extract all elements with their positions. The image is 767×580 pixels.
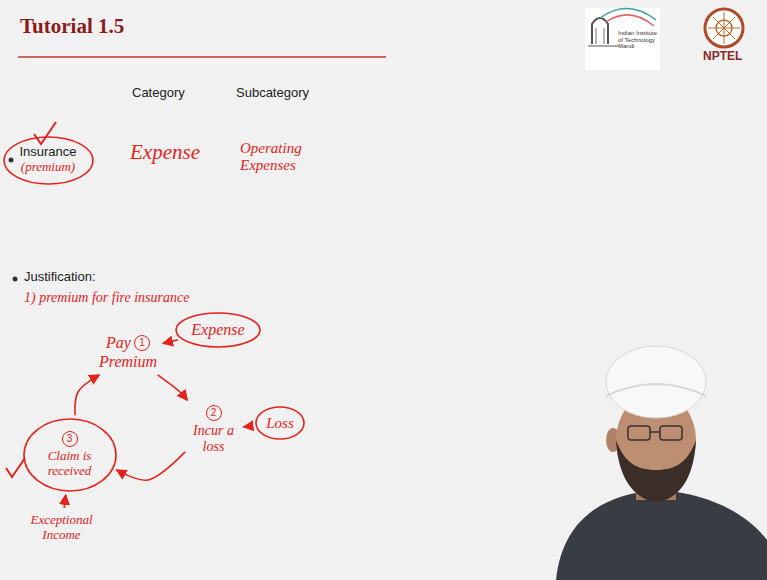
logo-ground [585,8,660,70]
node-content: Loss [266,414,295,433]
step-note: 2Incur a loss [188,403,241,458]
flow-arrow [243,425,252,428]
flow-arrow [64,495,65,508]
bullet [13,277,18,282]
logo-spokes [708,12,740,44]
nptel-logo [705,9,743,47]
check-mark [34,122,56,144]
node-text: Premium [98,353,158,371]
step-note: Pay1Premium [96,331,160,373]
claim-circle: 3Claim is received [23,418,117,492]
title-rule [18,56,386,58]
node-text: Incur a loss [190,423,238,455]
flow-arrow [116,452,185,480]
column-heading: Category [132,86,185,101]
logo-arch [596,28,604,44]
logo-text: NPTEL [703,50,742,64]
justification-note: 1) premium for fire insurance [24,290,189,306]
presenter-beard [616,440,696,502]
slide-title: Tutorial 1.5 [20,14,124,39]
step-number: 2 [206,405,222,421]
ellipse-outline [24,419,116,491]
subcategory-note: Operating Expenses [240,140,312,175]
category-note: Expense [130,140,200,164]
loss-circle: Loss [255,406,305,440]
flow-arrow [158,375,188,400]
presenter-turban [606,346,706,418]
logo-text: Indian Institute of Technology Mandi [618,30,658,50]
check-mark [6,458,25,477]
node-text: Insurance [19,145,78,160]
presenter-glasses [660,426,682,440]
node-text: Loss [266,415,294,432]
flow-arrow [163,340,178,344]
ellipse-outline [176,313,260,347]
logo-arc [606,15,654,26]
node-text: Expense [191,321,244,339]
expense-circle: Expense [175,312,261,348]
section-heading: Justification: [24,270,96,285]
column-heading: Subcategory [236,86,309,101]
node-text: Exceptional Income [26,513,98,543]
logo-base [588,46,618,47]
logo-ring [705,9,743,47]
ellipse-outline [4,137,93,184]
node-text: (premium) [19,160,78,175]
presenter-glasses [628,426,650,440]
flow-arrow [75,375,99,415]
bullet [9,158,14,163]
presenter-glasses [650,431,660,433]
income-note: Exceptional Income [24,511,101,545]
presenter-figure [556,346,767,580]
logo-arch [592,18,608,44]
node-content: Exceptional Income [26,513,98,543]
node-content: Insurance(premium) [19,145,78,175]
node-text: Pay [106,334,131,352]
step-number: 3 [62,431,78,447]
presenter-body [556,490,767,580]
institute-logo [585,8,660,70]
node-content: 2Incur a loss [190,405,238,455]
topic-ellipse: Insurance(premium) [3,136,94,185]
step-number: 1 [134,335,150,351]
node-content: Expense [191,320,246,340]
node-content: 3Claim is received [40,431,100,479]
node-content: Pay1Premium [98,333,158,371]
node-text: Claim is received [40,449,100,479]
presenter-turban-fold [606,384,706,396]
ellipse-outline [256,407,304,439]
